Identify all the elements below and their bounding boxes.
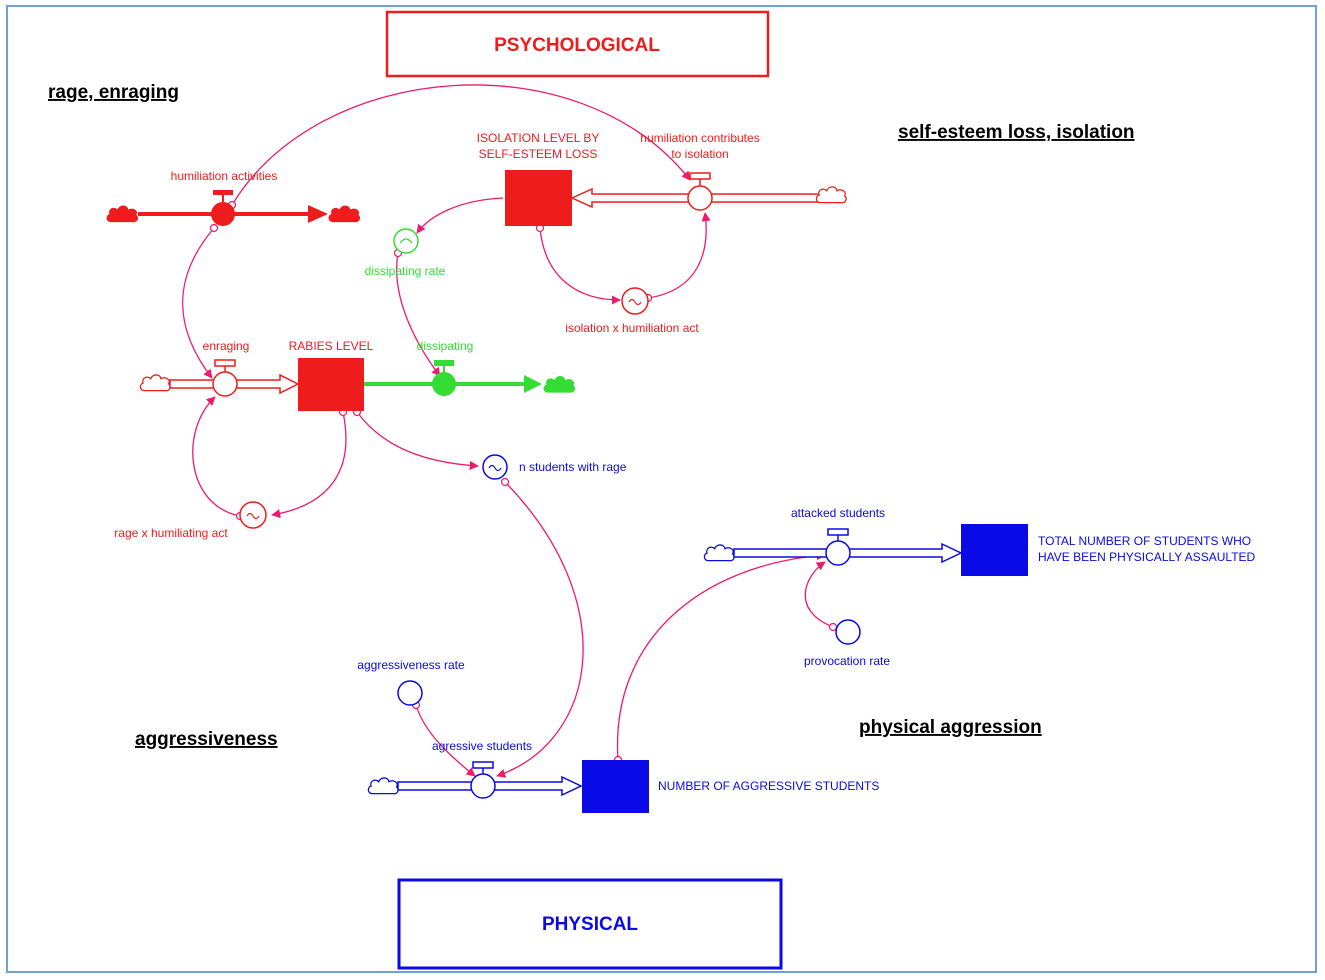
- agressive-students-label: agressive students: [432, 739, 532, 753]
- attacked-students-label: attacked students: [791, 506, 885, 520]
- psychological-title: PSYCHOLOGICAL: [494, 35, 660, 56]
- humiliation-contributes-label-2: to isolation: [671, 147, 728, 161]
- agressive-students-flow: [367, 761, 583, 799]
- humiliation-activities-flow: [106, 190, 361, 226]
- n-students-with-rage-label: n students with rage: [519, 460, 627, 474]
- dissipating-rate-converter: [393, 228, 419, 254]
- attacked-students-flow: [703, 528, 963, 566]
- enraging-flow: [139, 359, 300, 397]
- n-students-with-rage-converter: [482, 454, 508, 480]
- aggressiveness-rate-label: aggressiveness rate: [357, 658, 465, 672]
- total-assaulted-stock: [961, 524, 1028, 576]
- total-assaulted-label-1: TOTAL NUMBER OF STUDENTS WHO: [1038, 534, 1251, 548]
- section-physical-aggression: physical aggression: [859, 717, 1042, 738]
- psychological-title-box: PSYCHOLOGICAL: [385, 10, 770, 78]
- connector-isolation-to-iso-x-hum: [539, 227, 621, 305]
- humiliation-contributes-label-1: humiliation contributes: [640, 131, 759, 145]
- isolation-level-stock: [505, 170, 572, 226]
- humiliation-activities-label: humiliation activities: [171, 169, 278, 183]
- provocation-rate-label: provocation rate: [804, 654, 890, 668]
- dissipating-label: dissipating: [417, 339, 474, 353]
- humiliation-contributes-flow: [570, 172, 847, 211]
- number-of-aggressive-students-label: NUMBER OF AGGRESSIVE STUDENTS: [658, 779, 879, 793]
- connector-isolation-to-dissipating-rate: [416, 197, 504, 234]
- connector-dissipating-rate-to-dissipating: [396, 252, 441, 377]
- connector-humiliation-to-enraging: [181, 227, 215, 379]
- section-rage: rage, enraging: [48, 82, 179, 103]
- rage-x-humiliating-converter: [239, 501, 267, 529]
- section-self-esteem: self-esteem loss, isolation: [898, 122, 1135, 143]
- connector-rabies-to-rage-x-hum: [271, 411, 347, 519]
- rage-x-humiliating-label: rage x humiliating act: [114, 526, 228, 540]
- rabies-level-label: RABIES LEVEL: [289, 339, 374, 353]
- isolation-stock-label-1: ISOLATION LEVEL BY: [477, 131, 600, 145]
- connector-origins: [209, 200, 838, 765]
- aggressiveness-rate-converter: [397, 680, 423, 706]
- connector-n-students-to-agressive: [496, 481, 584, 778]
- connector-provocation-to-attacked: [804, 561, 834, 628]
- section-aggressiveness: aggressiveness: [135, 729, 278, 750]
- connector-humiliation-to-contributes: [231, 84, 691, 206]
- total-assaulted-label-2: HAVE BEEN PHYSICALLY ASSAULTED: [1038, 550, 1256, 564]
- physical-title-box: PHYSICAL: [397, 878, 783, 970]
- isolation-x-humiliation-label: isolation x humiliation act: [565, 321, 699, 335]
- enraging-label: enraging: [203, 339, 250, 353]
- connectors: [181, 84, 834, 778]
- isolation-stock-label-2: SELF-ESTEEM LOSS: [479, 147, 598, 161]
- number-of-aggressive-students-stock: [582, 760, 649, 813]
- connector-rage-x-hum-to-enraging: [192, 396, 241, 517]
- connector-iso-x-hum-to-contributes: [647, 212, 711, 299]
- provocation-rate-converter: [835, 619, 861, 645]
- isolation-x-humiliation-converter: [621, 287, 649, 315]
- connector-rabies-to-n-students: [356, 411, 479, 471]
- diagram-frame: [6, 5, 1317, 973]
- physical-title: PHYSICAL: [542, 914, 638, 935]
- connector-aggr-rate-to-agressive: [415, 704, 476, 777]
- dissipating-rate-label: dissipating rate: [365, 264, 446, 278]
- connector-number-aggr-to-attacked: [616, 551, 826, 761]
- dissipating-flow: [364, 360, 576, 396]
- rabies-level-stock: [298, 358, 364, 411]
